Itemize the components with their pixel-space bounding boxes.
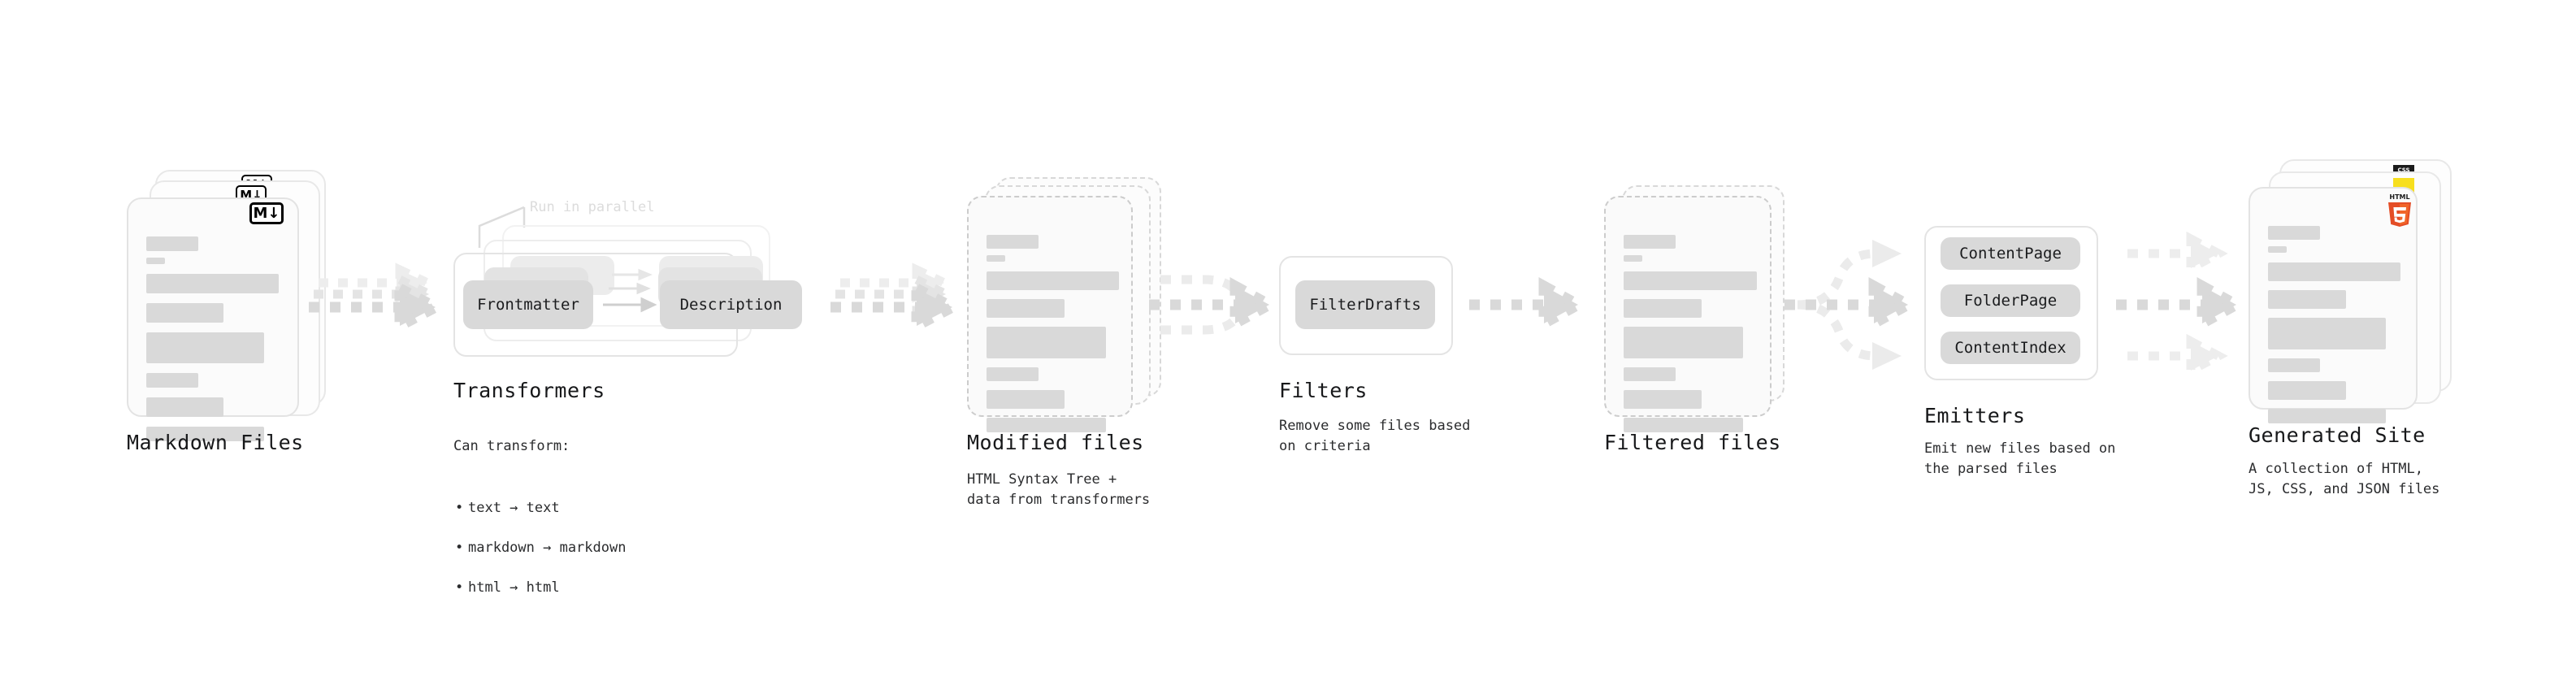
transformer-node-frontmatter-label: Frontmatter [477,296,579,314]
skeleton-bar [146,332,264,363]
stage-title-markdown-files: Markdown Files [127,431,304,454]
stage-title-filtered-files: Filtered files [1604,431,1781,454]
skeleton-bar [146,258,165,264]
transformers-caption-item: text → text [468,498,626,518]
transformers-caption-item: markdown → markdown [468,538,626,558]
skeleton-bar [1624,367,1676,381]
skeleton-bar [1624,255,1642,262]
svg-text:CSS: CSS [2397,167,2409,174]
skeleton-bar [1624,327,1743,358]
skeleton-bar [1624,390,1702,409]
skeleton-bar [987,367,1039,381]
arrow-emitters-to-site [2116,231,2248,379]
run-in-parallel-callout-line [478,206,526,248]
generated-site-card-front[interactable] [2249,187,2418,423]
skeleton-bar [1624,299,1702,318]
skeleton-bar [2268,318,2386,349]
transformer-node-description[interactable]: Description [660,280,802,329]
stage-title-generated-site: Generated Site [2249,423,2426,447]
skeleton-bar [987,418,1106,432]
transformer-node-frontmatter[interactable]: Frontmatter [463,280,593,329]
modified-skeleton [987,235,1119,439]
skeleton-bar [146,303,223,323]
emitter-node-contentindex-label: ContentIndex [1954,339,2066,357]
stage-title-modified-files: Modified files [967,431,1144,454]
skeleton-bar [2268,381,2346,400]
emitters-group-box [1924,226,2098,380]
emitter-node-folderpage[interactable]: FolderPage [1941,284,2080,317]
run-in-parallel-annotation: Run in parallel [530,199,655,215]
transformer-inner-arrows-ghost [609,268,653,295]
filtered-skeleton [1624,235,1757,439]
arrow-filters-to-filtered [1469,277,1589,332]
modified-file-card-front[interactable] [967,196,1133,432]
skeleton-bar [987,299,1065,318]
arrow-filtered-to-emitters [1785,240,1919,370]
stage-caption-transformers: Can transform: text → text markdown → ma… [453,416,626,638]
stage-caption-filters: Remove some files based on criteria [1279,418,1471,454]
markdown-logo-icon: M↓ [249,202,284,224]
filter-node-filterdrafts[interactable]: FilterDrafts [1295,280,1435,329]
skeleton-bar [2268,246,2287,253]
skeleton-bar [2268,290,2346,309]
skeleton-bar [146,274,279,293]
skeleton-bar [2268,262,2400,281]
transformer-inner-arrow-front [603,297,657,313]
skeleton-bar [2268,409,2386,423]
filter-node-filterdrafts-label: FilterDrafts [1309,296,1421,314]
markdown-skeleton [146,236,280,448]
skeleton-bar [2268,226,2320,240]
skeleton-bar [987,235,1039,249]
skeleton-bar [1624,418,1743,432]
skeleton-bar [1624,271,1757,290]
arrow-transformers-to-modified [830,262,965,335]
skeleton-bar [1624,235,1676,249]
markdown-file-card-front[interactable] [127,197,299,441]
emitter-node-contentindex[interactable]: ContentIndex [1941,332,2080,364]
stage-caption-generated-site: A collection of HTML, JS, CSS, and JSON … [2249,461,2440,497]
stage-caption-modified-files: HTML Syntax Tree + data from transformer… [967,471,1151,508]
stage-title-filters: Filters [1279,379,1368,402]
skeleton-bar [987,255,1005,262]
filters-group-box [1279,256,1453,355]
skeleton-bar [146,427,264,441]
skeleton-bar [987,327,1106,358]
skeleton-bar [987,271,1119,290]
svg-text:HTML: HTML [2389,193,2409,201]
filtered-file-card-front[interactable] [1604,196,1772,432]
transformers-caption-head: Can transform: [453,437,570,454]
emitter-node-folderpage-label: FolderPage [1963,292,2058,310]
transformers-caption-item: html → html [468,578,626,598]
skeleton-bar [146,236,198,251]
html5-logo-icon: HTML [2388,193,2411,227]
transformers-caption-list: text → text markdown → markdown html → h… [453,478,626,618]
arrow-markdown-to-transformers [309,262,448,335]
arrow-modified-to-filters [1149,275,1281,335]
transformer-node-description-label: Description [679,296,783,314]
stage-title-transformers: Transformers [453,379,605,402]
skeleton-bar [146,397,223,417]
emitter-node-contentpage[interactable]: ContentPage [1941,237,2080,270]
skeleton-bar [2268,358,2320,372]
emitter-node-contentpage-label: ContentPage [1959,245,2062,262]
stage-title-emitters: Emitters [1924,404,2026,427]
skeleton-bar [146,373,198,388]
generated-site-skeleton [2268,226,2400,430]
stage-caption-emitters: Emit new files based on the parsed files [1924,440,2116,477]
skeleton-bar [987,390,1065,409]
